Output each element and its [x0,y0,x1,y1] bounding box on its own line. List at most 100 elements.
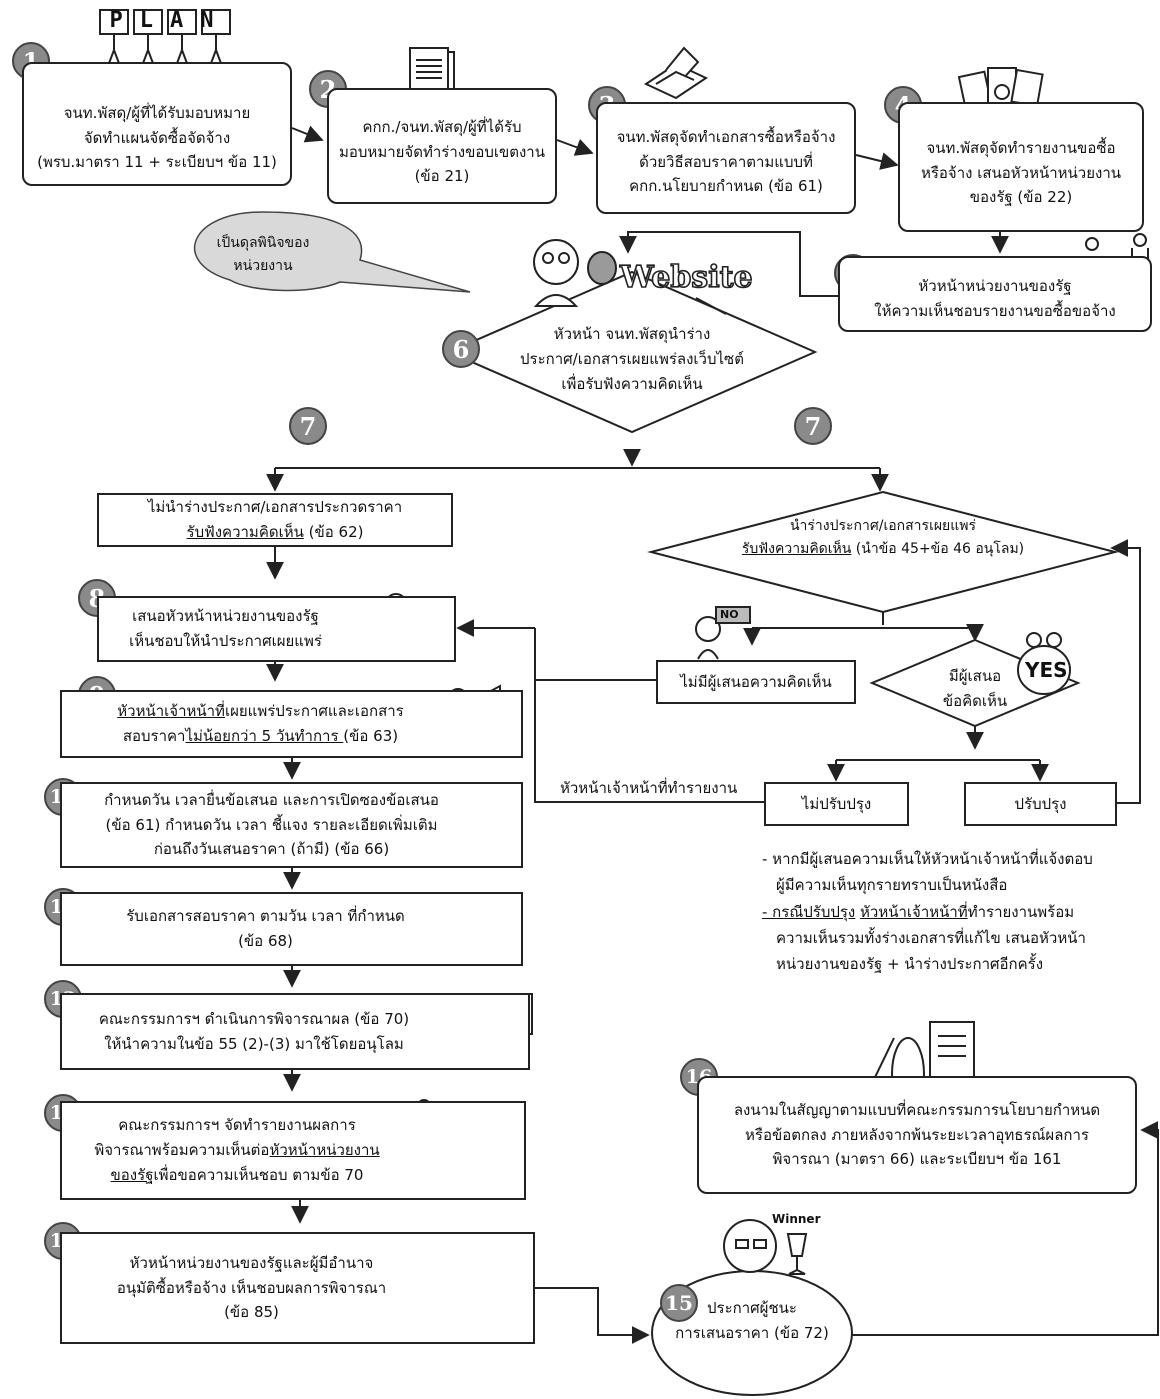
arrow-1-2 [291,125,324,143]
no-comment-label: ไม่มีผู้เสนอความคิดเห็น [680,672,832,691]
no-improve-label: ไม่ปรับปรุง [801,794,872,813]
step-9-line-2-rest: (ข้อ 63) [343,727,399,745]
plan-sign-text: PLAN [109,8,231,33]
step-10-box: กำหนดวัน เวลายื่นข้อเสนอ และการเปิดซองข้… [60,782,523,868]
right7-text: นำร่างประกาศ/เอกสารเผยแพร่ รับฟังความคิด… [700,515,1066,561]
arrow-5-6 [619,231,838,297]
speech-bubble [193,211,471,293]
no-comment-box: ไม่มีผู้เสนอความคิดเห็น [656,660,856,704]
yes-frog-cartoon: YES [1012,630,1082,700]
step-9-box: หัวหน้าเจ้าหน้าที่เผยแพร่ประกาศและเอกสาร… [60,690,523,758]
step-12-line-1: คณะกรรมการฯ ดำเนินการพิจารณาผล (ข้อ 70) [98,1009,410,1028]
step-6-text: หัวหน้า จนท.พัสดุนำร่าง ประกาศ/เอกสารเผย… [482,322,782,396]
step-16-line-1: ลงนามในสัญญาตามแบบที่คณะกรรมการนโยบายกำห… [733,1100,1101,1119]
step-3-line-1: จนท.พัสดุจัดทำเอกสารซื้อหรือจ้าง [616,127,836,146]
step-15-line-1: ประกาศผู้ชนะ [707,1299,797,1317]
website-cartoon: Website [516,228,756,318]
step-14-line-1: หัวหน้าหน่วยงานของรัฐและผู้มีอำนาจ [129,1253,374,1272]
step-13-line-3-underlined: ของรัฐ [110,1165,154,1184]
step-8-line-2: เห็นชอบให้นำประกาศเผยแพร่ [129,632,322,650]
step-2-box: คกก./จนท.พัสดุ/ผู้ที่ได้รับ มอบหมายจัดทำ… [327,88,557,204]
step-13-line-2-underlined: หัวหน้าหน่วยงาน [269,1141,380,1160]
plan-illustration: PLAN [96,6,236,72]
winner-label: Winner [772,1212,821,1226]
step-12-line-2: ให้นำความในข้อ 55 (2)-(3) มาใช้โดยอนุโลม [104,1034,404,1053]
step-3-line-2: ด้วยวิธีสอบราคาตามแบบที่ [639,152,813,171]
step-9-line-1-rest: เผยแพร่ประกาศและเอกสาร [224,702,404,721]
step-10-line-2: (ข้อ 61) กำหนดวัน เวลา ชี้แจง รายละเอียด… [105,815,438,834]
note-line-3-underlined: - กรณีปรับปรุง [762,902,856,921]
step-2-line-3: (ข้อ 21) [414,167,470,186]
left7-box: ไม่นำร่างประกาศ/เอกสารประกวดราคา รับฟังค… [97,493,453,547]
step-13-box: คณะกรรมการฯ จัดทำรายงานผลการ พิจารณาพร้อ… [60,1101,526,1200]
has-comment-line-2: ข้อคิดเห็น [942,691,1008,710]
bubble-line-2: หน่วยงาน [233,258,293,275]
step-7-left-badge: 7 [289,407,327,445]
step-6-badge: 6 [442,330,480,368]
note-line-4: ความเห็นรวมทั้งร่างเอกสารที่แก้ไข เสนอหั… [776,928,1086,947]
step-11-line-2: (ข้อ 68) [238,932,293,950]
step-16-line-2: หรือข้อตกลง ภายหลังจากพ้นระยะเวลาอุทธรณ์… [745,1125,1089,1144]
step-10-line-3: ก่อนถึงวันเสนอราคา (ถ้ามี) (ข้อ 66) [153,840,390,859]
step-9-line-2-a: สอบราคา [122,727,186,745]
step-15-line-2: การเสนอราคา (ข้อ 72) [675,1323,829,1342]
left7-line-2-underlined: รับฟังความคิดเห็น [186,523,304,541]
right7-line-1: นำร่างประกาศ/เอกสารเผยแพร่ [789,518,977,534]
arrow-3-4 [855,152,899,170]
left7-line-1: ไม่นำร่างประกาศ/เอกสารประกวดราคา [147,498,403,517]
report-charts-icon [957,64,1044,114]
step-5-box: หัวหน้าหน่วยงานของรัฐ ให้ความเห็นชอบรายง… [838,256,1152,332]
arrow-14-15 [535,1287,650,1344]
step-8-line-1: เสนอหัวหน้าหน่วยงานของรัฐ [132,607,319,626]
step-3-box: จนท.พัสดุจัดทำเอกสารซื้อหรือจ้าง ด้วยวิธ… [596,102,856,214]
printer-icon [636,44,716,106]
right7-line-2-rest: (นำข้อ 45+ข้อ 46 อนุโลม) [851,541,1025,558]
right7-line-2-underlined: รับฟังความคิดเห็น [741,541,852,558]
head-report-label: หัวหน้าเจ้าหน้าที่ทำรายงาน [560,779,738,797]
step-9-line-1-underlined: หัวหน้าเจ้าหน้าที่ [117,702,225,721]
step-13-line-3-rest: เพื่อขอความเห็นชอบ ตามข้อ 70 [153,1165,364,1184]
step-1-line-1: จนท.พัสดุ/ผู้ที่ได้รับมอบหมาย [63,103,251,122]
no-improve-box: ไม่ปรับปรุง [764,782,909,826]
step-7-right-badge: 7 [794,407,832,445]
step-1-line-3: (พรบ.มาตรา 11 + ระเบียบฯ ข้อ 11) [37,153,277,172]
step-6-line-1: หัวหน้า จนท.พัสดุนำร่าง [553,325,711,343]
website-sign-text: Website [619,259,753,296]
step-16-line-3: พิจารณา (มาตรา 66) และระเบียบฯ ข้อ 161 [772,1150,1062,1169]
step-13-line-1: คณะกรรมการฯ จัดทำรายงานผลการ [118,1116,356,1135]
improve-label: ปรับปรุง [1014,794,1067,813]
yes-sign-text: YES [1025,658,1068,682]
step-14-line-3: (ข้อ 85) [224,1303,279,1322]
step-10-line-1: กำหนดวัน เวลายื่นข้อเสนอ และการเปิดซองข้… [104,790,439,809]
no-sign-text: NO [720,608,739,621]
note-line-1: - หากมีผู้เสนอความเห็นให้หัวหน้าเจ้าหน้า… [762,850,1093,868]
arrow-improve-loop [1110,539,1141,804]
arrow-15-16 [842,1121,1159,1336]
step-3-line-3: คกก.นโยบายกำหนด (ข้อ 61) [629,177,823,196]
line-return [534,679,764,803]
bubble-line-1: เป็นดุลพินิจของ [216,235,310,251]
step-14-box: หัวหน้าหน่วยงานของรัฐและผู้มีอำนาจ อนุมั… [60,1232,535,1344]
left7-line-2-rest: (ข้อ 62) [303,523,364,541]
note-line-5: หน่วยงานของรัฐ + นำร่างประกาศอีกครั้ง [776,955,1044,973]
step-4-line-2: หรือจ้าง เสนอหัวหน้าหน่วยงาน [920,163,1122,182]
note-line-3-underlined-2: หัวหน้าเจ้าหน้าที่ [860,902,968,921]
step-15-badge: 15 [660,1284,698,1322]
note-line-3-rest: ทำรายงานพร้อม [967,902,1075,921]
decision-diamond-right7 [647,490,1119,614]
step-16-box: ลงนามในสัญญาตามแบบที่คณะกรรมการนโยบายกำห… [697,1076,1137,1194]
step-6-line-2: ประกาศ/เอกสารเผยแพร่ลงเว็บไซต์ [520,349,744,368]
has-comment-text: มีผู้เสนอ ข้อคิดเห็น [905,664,1045,714]
has-comment-line-1: มีผู้เสนอ [948,667,1002,685]
step-9-line-2-underlined: ไม่น้อยกว่า 5 วันทำการ [185,727,344,745]
step-2-line-2: มอบหมายจัดทำร่างขอบเขตงาน [339,142,545,161]
step-11-box: รับเอกสารสอบราคา ตามวัน เวลา ที่กำหนด (ข… [60,892,523,966]
step-5-line-2: ให้ความเห็นชอบรายงานขอซื้อขอจ้าง [874,302,1116,320]
step-12-box: คณะกรรมการฯ ดำเนินการพิจารณาผล (ข้อ 70) … [60,993,530,1070]
step-14-line-2: อนุมัติซื้อหรือจ้าง เห็นชอบผลการพิจารณา [116,1278,387,1297]
note-line-2: ผู้มีความเห็นทุกรายทราบเป็นหนังสือ [776,876,1008,895]
step-4-box: จนท.พัสดุจัดทำรายงานขอซื้อ หรือจ้าง เสนอ… [898,102,1144,232]
step-15-text: ประกาศผู้ชนะ การเสนอราคา (ข้อ 72) [662,1296,842,1346]
step-11-line-1: รับเอกสารสอบราคา ตามวัน เวลา ที่กำหนด [126,907,405,926]
no-sign-cartoon: NO [686,603,756,663]
